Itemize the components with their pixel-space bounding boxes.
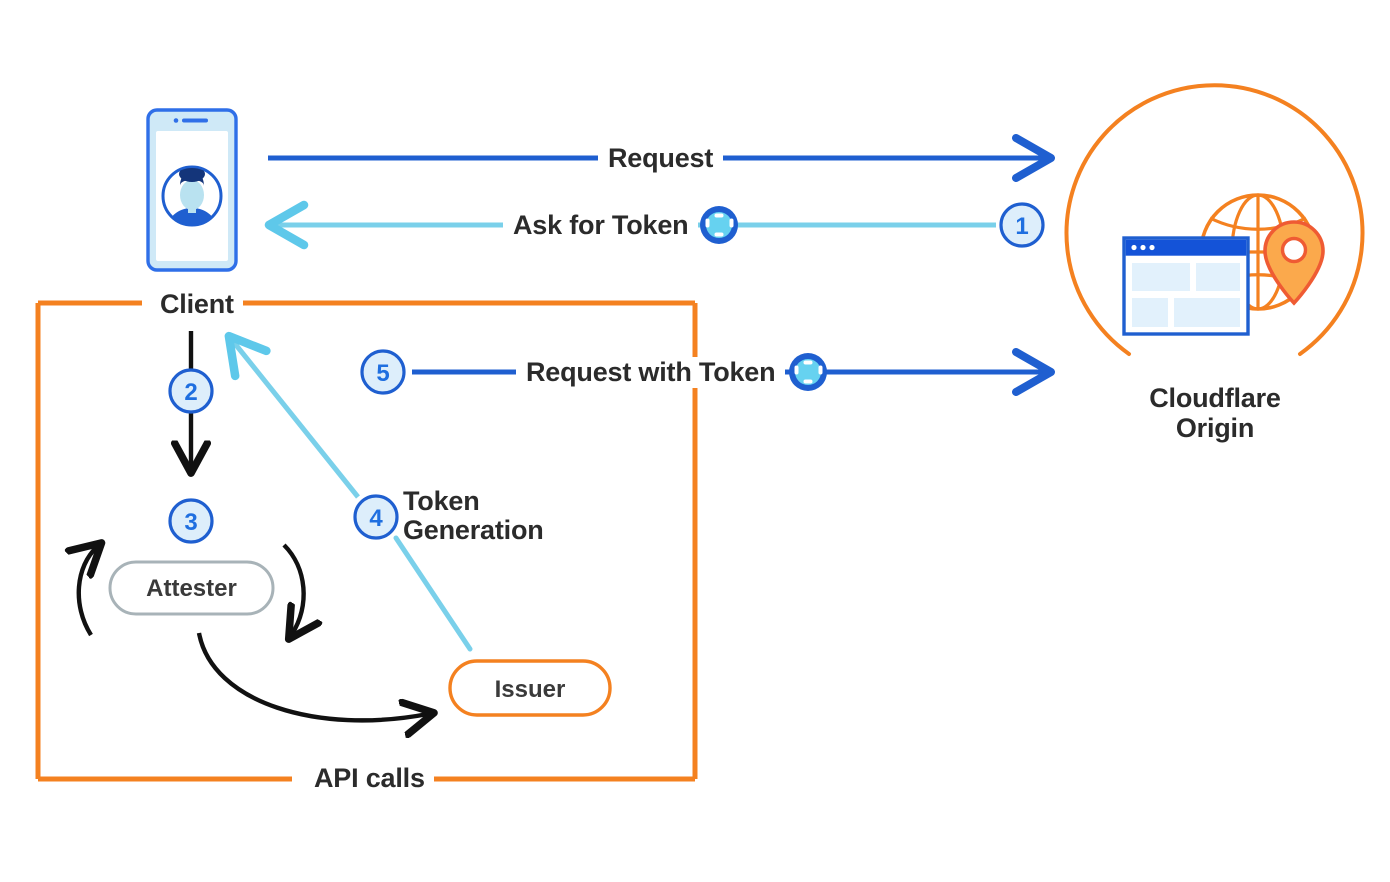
node-attester[interactable]: Attester xyxy=(108,560,275,616)
step-badge-5-label: 5 xyxy=(376,360,389,387)
step-badge-3-label: 3 xyxy=(184,509,197,536)
flow-label-request-with-token: Request with Token xyxy=(516,357,786,388)
token-generation-line2: Generation xyxy=(403,515,544,546)
origin-label-line1: Cloudflare xyxy=(1149,383,1281,413)
location-pin-icon xyxy=(1263,220,1325,306)
step-badge-5: 5 xyxy=(360,349,406,395)
node-client-label: Client xyxy=(152,289,242,320)
flow-attester-loop-left-arrow xyxy=(79,547,97,637)
user-avatar-icon xyxy=(161,165,223,227)
node-issuer[interactable]: Issuer xyxy=(448,659,612,717)
flow-attester-loop-right-arrow xyxy=(282,543,304,634)
step-badge-2-label: 2 xyxy=(184,379,197,406)
flow-label-request: Request xyxy=(598,143,724,174)
flow-token-generation-arrow xyxy=(224,331,473,652)
step-badge-4: 4 xyxy=(353,494,399,540)
node-origin-label: Cloudflare Origin xyxy=(1115,383,1315,443)
origin-label-line2: Origin xyxy=(1175,413,1255,444)
node-cloudflare-origin[interactable] xyxy=(1064,83,1365,356)
token-icon xyxy=(700,206,738,244)
node-issuer-label: Issuer xyxy=(495,676,566,703)
flow-attester-to-issuer-arrow xyxy=(196,632,428,720)
flow-label-token-generation: Token Generation xyxy=(403,486,544,546)
node-attester-label: Attester xyxy=(146,575,237,602)
token-generation-line1: Token xyxy=(403,486,480,516)
flow-label-ask-for-token: Ask for Token xyxy=(503,210,699,241)
boundary-label-api-calls: API calls xyxy=(306,763,433,794)
step-badge-1-label: 1 xyxy=(1015,213,1028,240)
step-badge-4-label: 4 xyxy=(369,505,383,532)
step-badge-1: 1 xyxy=(999,202,1045,248)
token-icon xyxy=(789,353,827,391)
browser-window-icon xyxy=(1122,236,1250,336)
step-badge-2: 2 xyxy=(168,368,214,414)
step-badge-3: 3 xyxy=(168,498,214,544)
